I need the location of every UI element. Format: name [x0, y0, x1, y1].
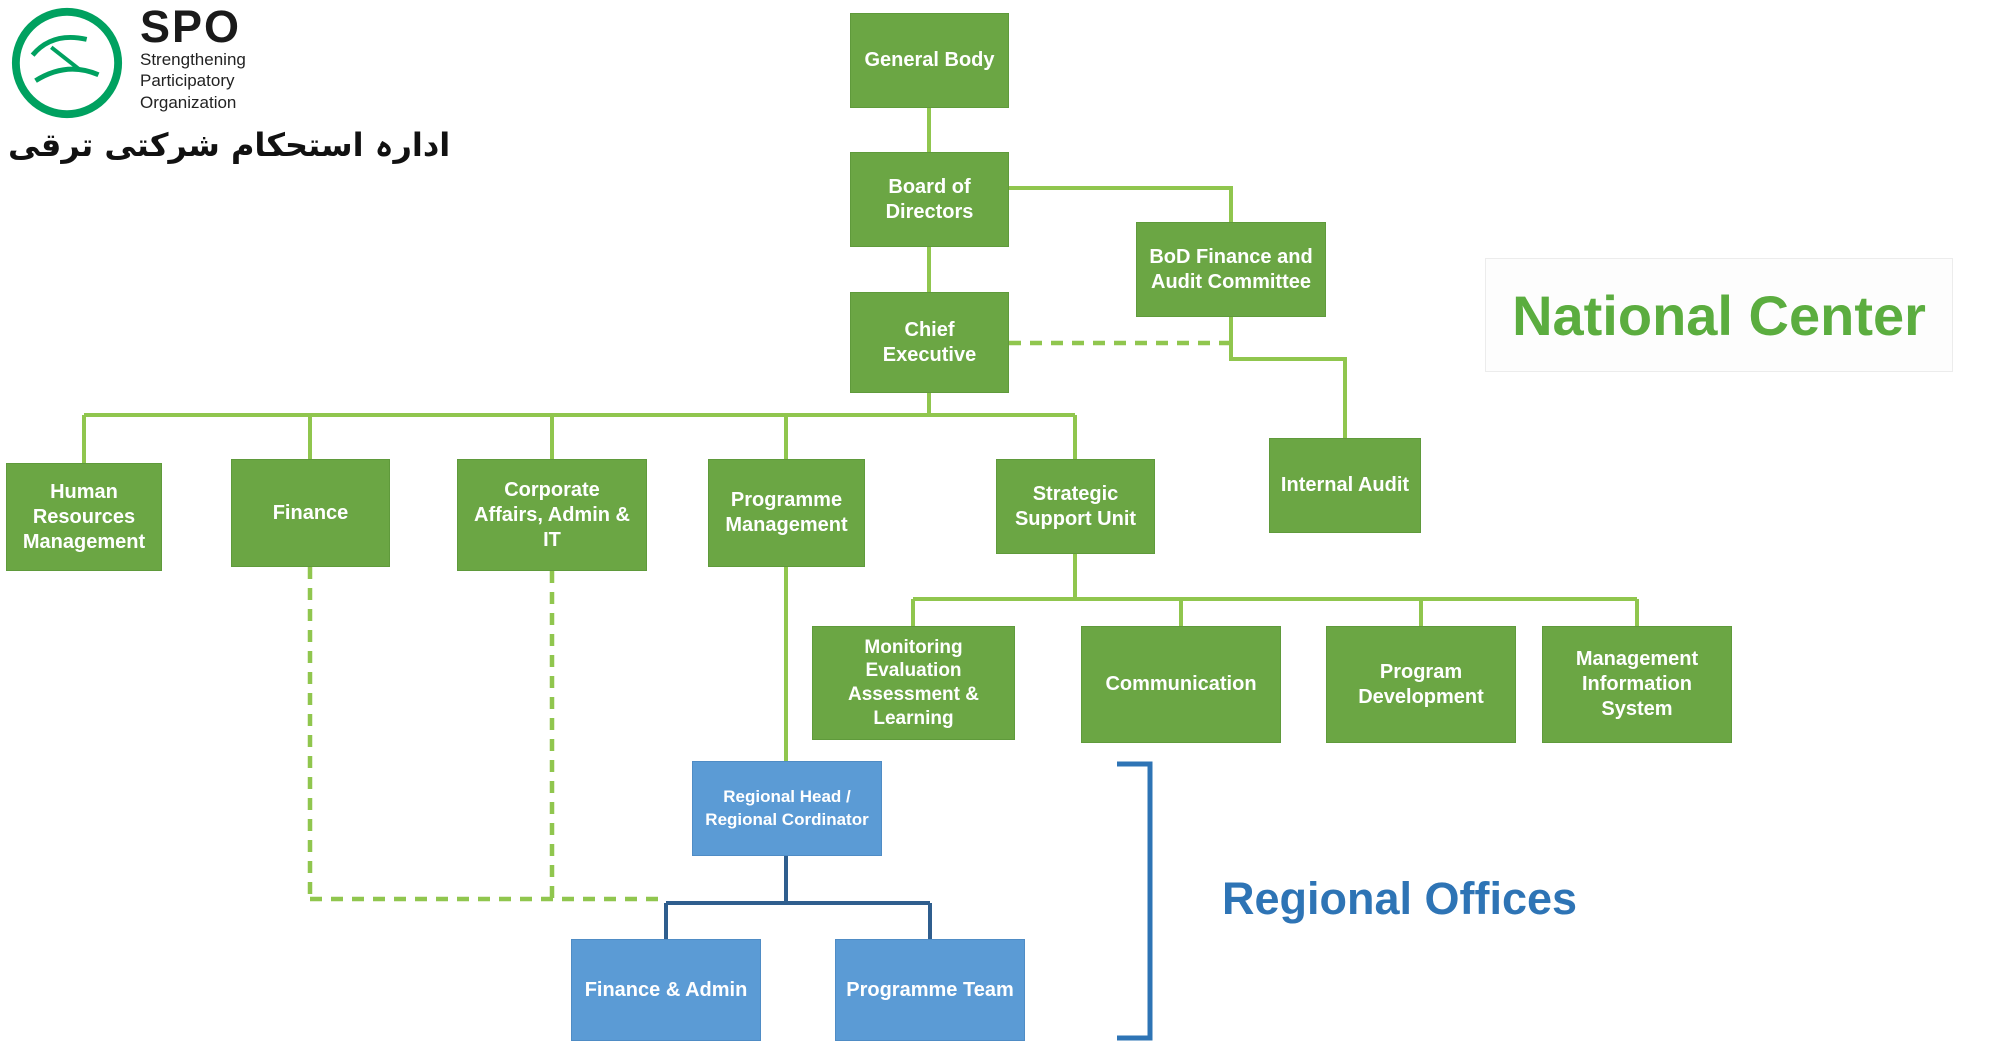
green-dashed-connectors	[307, 340, 1231, 902]
regional-offices-bracket	[1117, 761, 1153, 1041]
logo-urdu-text: ادارہ استحکام شرکتی ترقی	[8, 126, 451, 164]
node-monitoring-evaluation-assessment-learning: Monitoring Evaluation Assessment & Learn…	[812, 626, 1015, 740]
spo-logo: SPO Strengthening Participatory Organiza…	[8, 4, 451, 164]
spo-logo-emblem	[11, 7, 123, 119]
national-center-label: National Center	[1485, 258, 1953, 372]
node-board-of-directors: Board of Directors	[850, 152, 1009, 247]
logo-name-line: Strengthening	[140, 50, 246, 69]
node-strategic-support-unit: Strategic Support Unit	[996, 459, 1155, 554]
node-finance-admin: Finance & Admin	[571, 939, 761, 1041]
node-general-body: General Body	[850, 13, 1009, 108]
green-solid-connectors	[82, 108, 1639, 761]
node-finance: Finance	[231, 459, 390, 567]
node-programme-management: Programme Management	[708, 459, 865, 567]
node-program-development: Program Development	[1326, 626, 1516, 743]
logo-name-line: Organization	[140, 92, 237, 112]
node-chief-executive: Chief Executive	[850, 292, 1009, 393]
node-programme-team: Programme Team	[835, 939, 1025, 1041]
logo-name-line: Participatory	[140, 71, 235, 91]
node-management-information-system: Management Information System	[1542, 626, 1732, 743]
node-communication: Communication	[1081, 626, 1281, 743]
node-human-resources-management: Human Resources Management	[6, 463, 162, 571]
logo-text-column: SPO Strengthening Participatory Organiza…	[140, 4, 246, 113]
regional-offices-label: Regional Offices	[1222, 873, 1578, 924]
node-regional-head: Regional Head / Regional Cordinator	[692, 761, 882, 856]
logo-acronym: SPO	[140, 1, 242, 52]
node-corporate-affairs-admin-it: Corporate Affairs, Admin & IT	[457, 459, 647, 571]
blue-connectors	[664, 856, 932, 939]
node-bod-finance-audit-committee: BoD Finance and Audit Committee	[1136, 222, 1326, 317]
node-internal-audit: Internal Audit	[1269, 438, 1421, 533]
